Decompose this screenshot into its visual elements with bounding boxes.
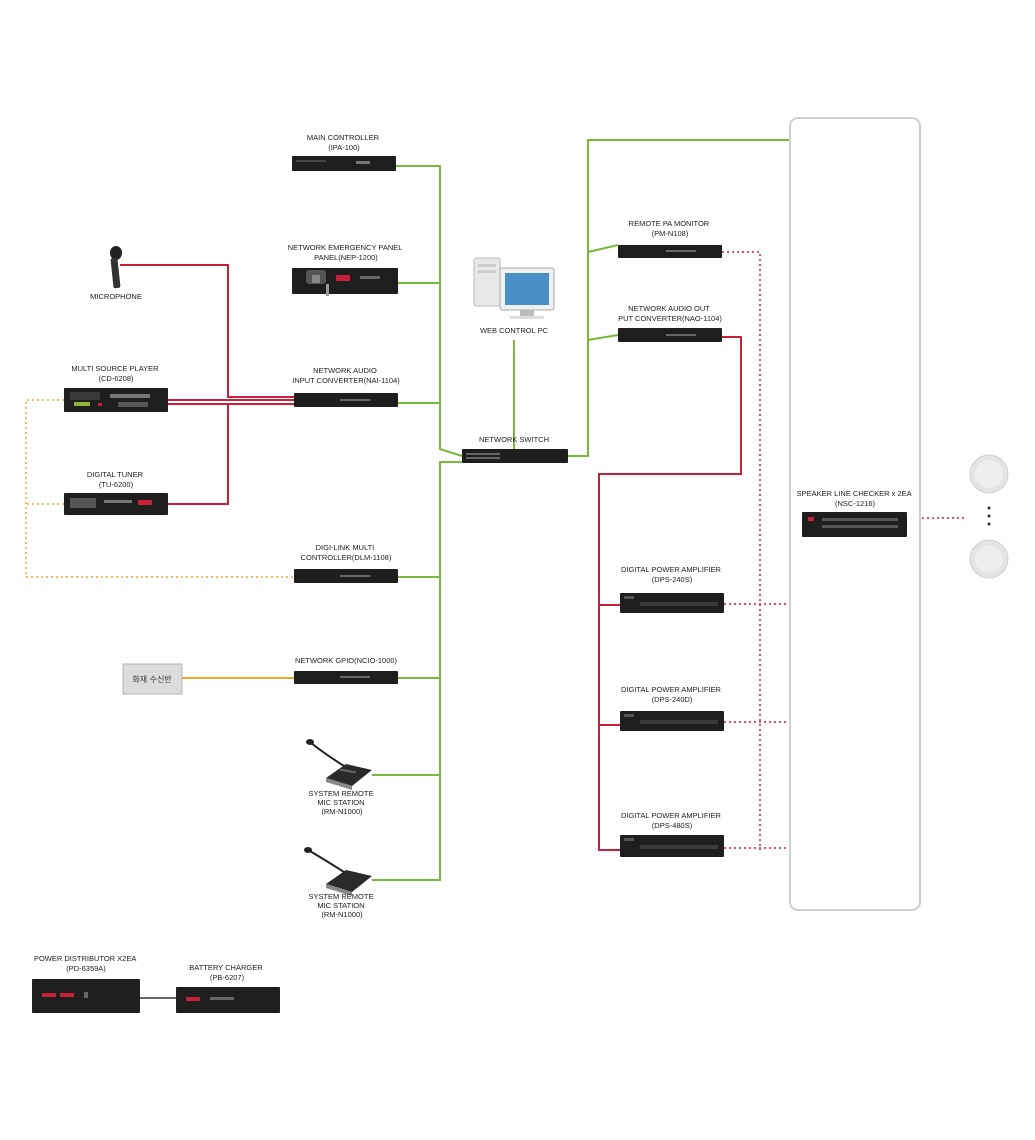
power-distributor-label: POWER DISTRIBUTOR X2EA (PD-6359A) (34, 954, 138, 973)
dlm-label: DIGI-LINK MULTI CONTROLLER(DLM-1108) (301, 543, 392, 562)
monitor-dotted (722, 251, 761, 850)
trunk-main-controller (396, 165, 441, 403)
cd-player-device (64, 388, 168, 412)
gpio-device (294, 671, 398, 684)
tuner-device (64, 493, 168, 515)
gpio-label: NETWORK GPIO(NCIO-1000) (295, 656, 398, 665)
cd-player-label: MULTI SOURCE PLAYER (CD-6208) (71, 364, 160, 383)
power-distributor-device (32, 979, 140, 1013)
ceiling-speaker-1 (969, 454, 1009, 494)
line-checker-device (802, 512, 907, 537)
amp-2-device (620, 711, 724, 731)
main-controller-label: MAIN CONTROLLER (IPA-100) (307, 133, 381, 152)
mic-station-1-device (306, 739, 372, 790)
pa-monitor-device (618, 245, 722, 258)
battery-charger-device (176, 987, 280, 1013)
mic-station-1-label: SYSTEM REMOTE MIC STATION (RM-N1000) (308, 789, 375, 816)
trunk-pa-monitor (587, 244, 619, 253)
microphone-label: MICROPHONE (90, 292, 142, 301)
emergency-panel-label: NETWORK EMERGENCY PANEL PANEL(NEP-1200) (288, 243, 405, 262)
amp-1-label: DIGITAL POWER AMPLIFIER (DPS-240S) (621, 565, 723, 584)
amp-1-device (620, 593, 724, 613)
trunk-nao (587, 334, 619, 341)
network-lines (372, 139, 790, 881)
pa-monitor-label: REMOTE PA MONITOR (PM-N108) (629, 219, 712, 238)
main-controller-device (292, 156, 396, 171)
trunk-nai (398, 402, 463, 457)
amp-3-device (620, 835, 724, 857)
audio-lines (120, 251, 965, 851)
mic-to-nai (120, 264, 294, 398)
network-switch-label: NETWORK SWITCH (479, 435, 549, 444)
line-checker-label: SPEAKER LINE CHECKER x 2EA (NSC-1216) (797, 489, 914, 508)
tuner-to-nai (168, 404, 229, 505)
speaker-ellipsis (987, 506, 991, 526)
battery-charger-label: BATTERY CHARGER (PB-6207) (189, 963, 264, 982)
trunk-right (568, 139, 790, 457)
tuner-label: DIGITAL TUNER (TU-6200) (87, 470, 145, 489)
web-pc-label: WEB CONTROL PC (480, 326, 549, 335)
nao-label: NETWORK AUDIO OUT PUT CONVERTER(NAO-1104… (618, 304, 722, 323)
nao-to-amps (598, 336, 742, 851)
mic-station-2-device (304, 847, 372, 896)
dlm-device (294, 569, 398, 583)
nai-label: NETWORK AUDIO INPUT CONVERTER(NAI-1104) (292, 366, 400, 385)
amp-3-label: DIGITAL POWER AMPLIFIER (DPS-480S) (621, 811, 723, 830)
nai-device (294, 393, 398, 407)
web-pc-device (473, 257, 555, 319)
ceiling-speaker-2 (969, 539, 1009, 579)
network-switch-device (462, 449, 568, 463)
mic-station-2-label: SYSTEM REMOTE MIC STATION (RM-N1000) (308, 892, 375, 919)
control-lines (25, 399, 294, 679)
emergency-panel-device (292, 268, 398, 296)
nao-device (618, 328, 722, 342)
microphone-device (110, 246, 122, 289)
fire-panel-label: 화재 수신반 (132, 675, 172, 684)
cd-to-dlm (25, 399, 294, 578)
trunk-down (372, 461, 462, 881)
fire-panel-box (122, 663, 183, 695)
amp-2-label: DIGITAL POWER AMPLIFIER (DPS-240D) (621, 685, 723, 704)
